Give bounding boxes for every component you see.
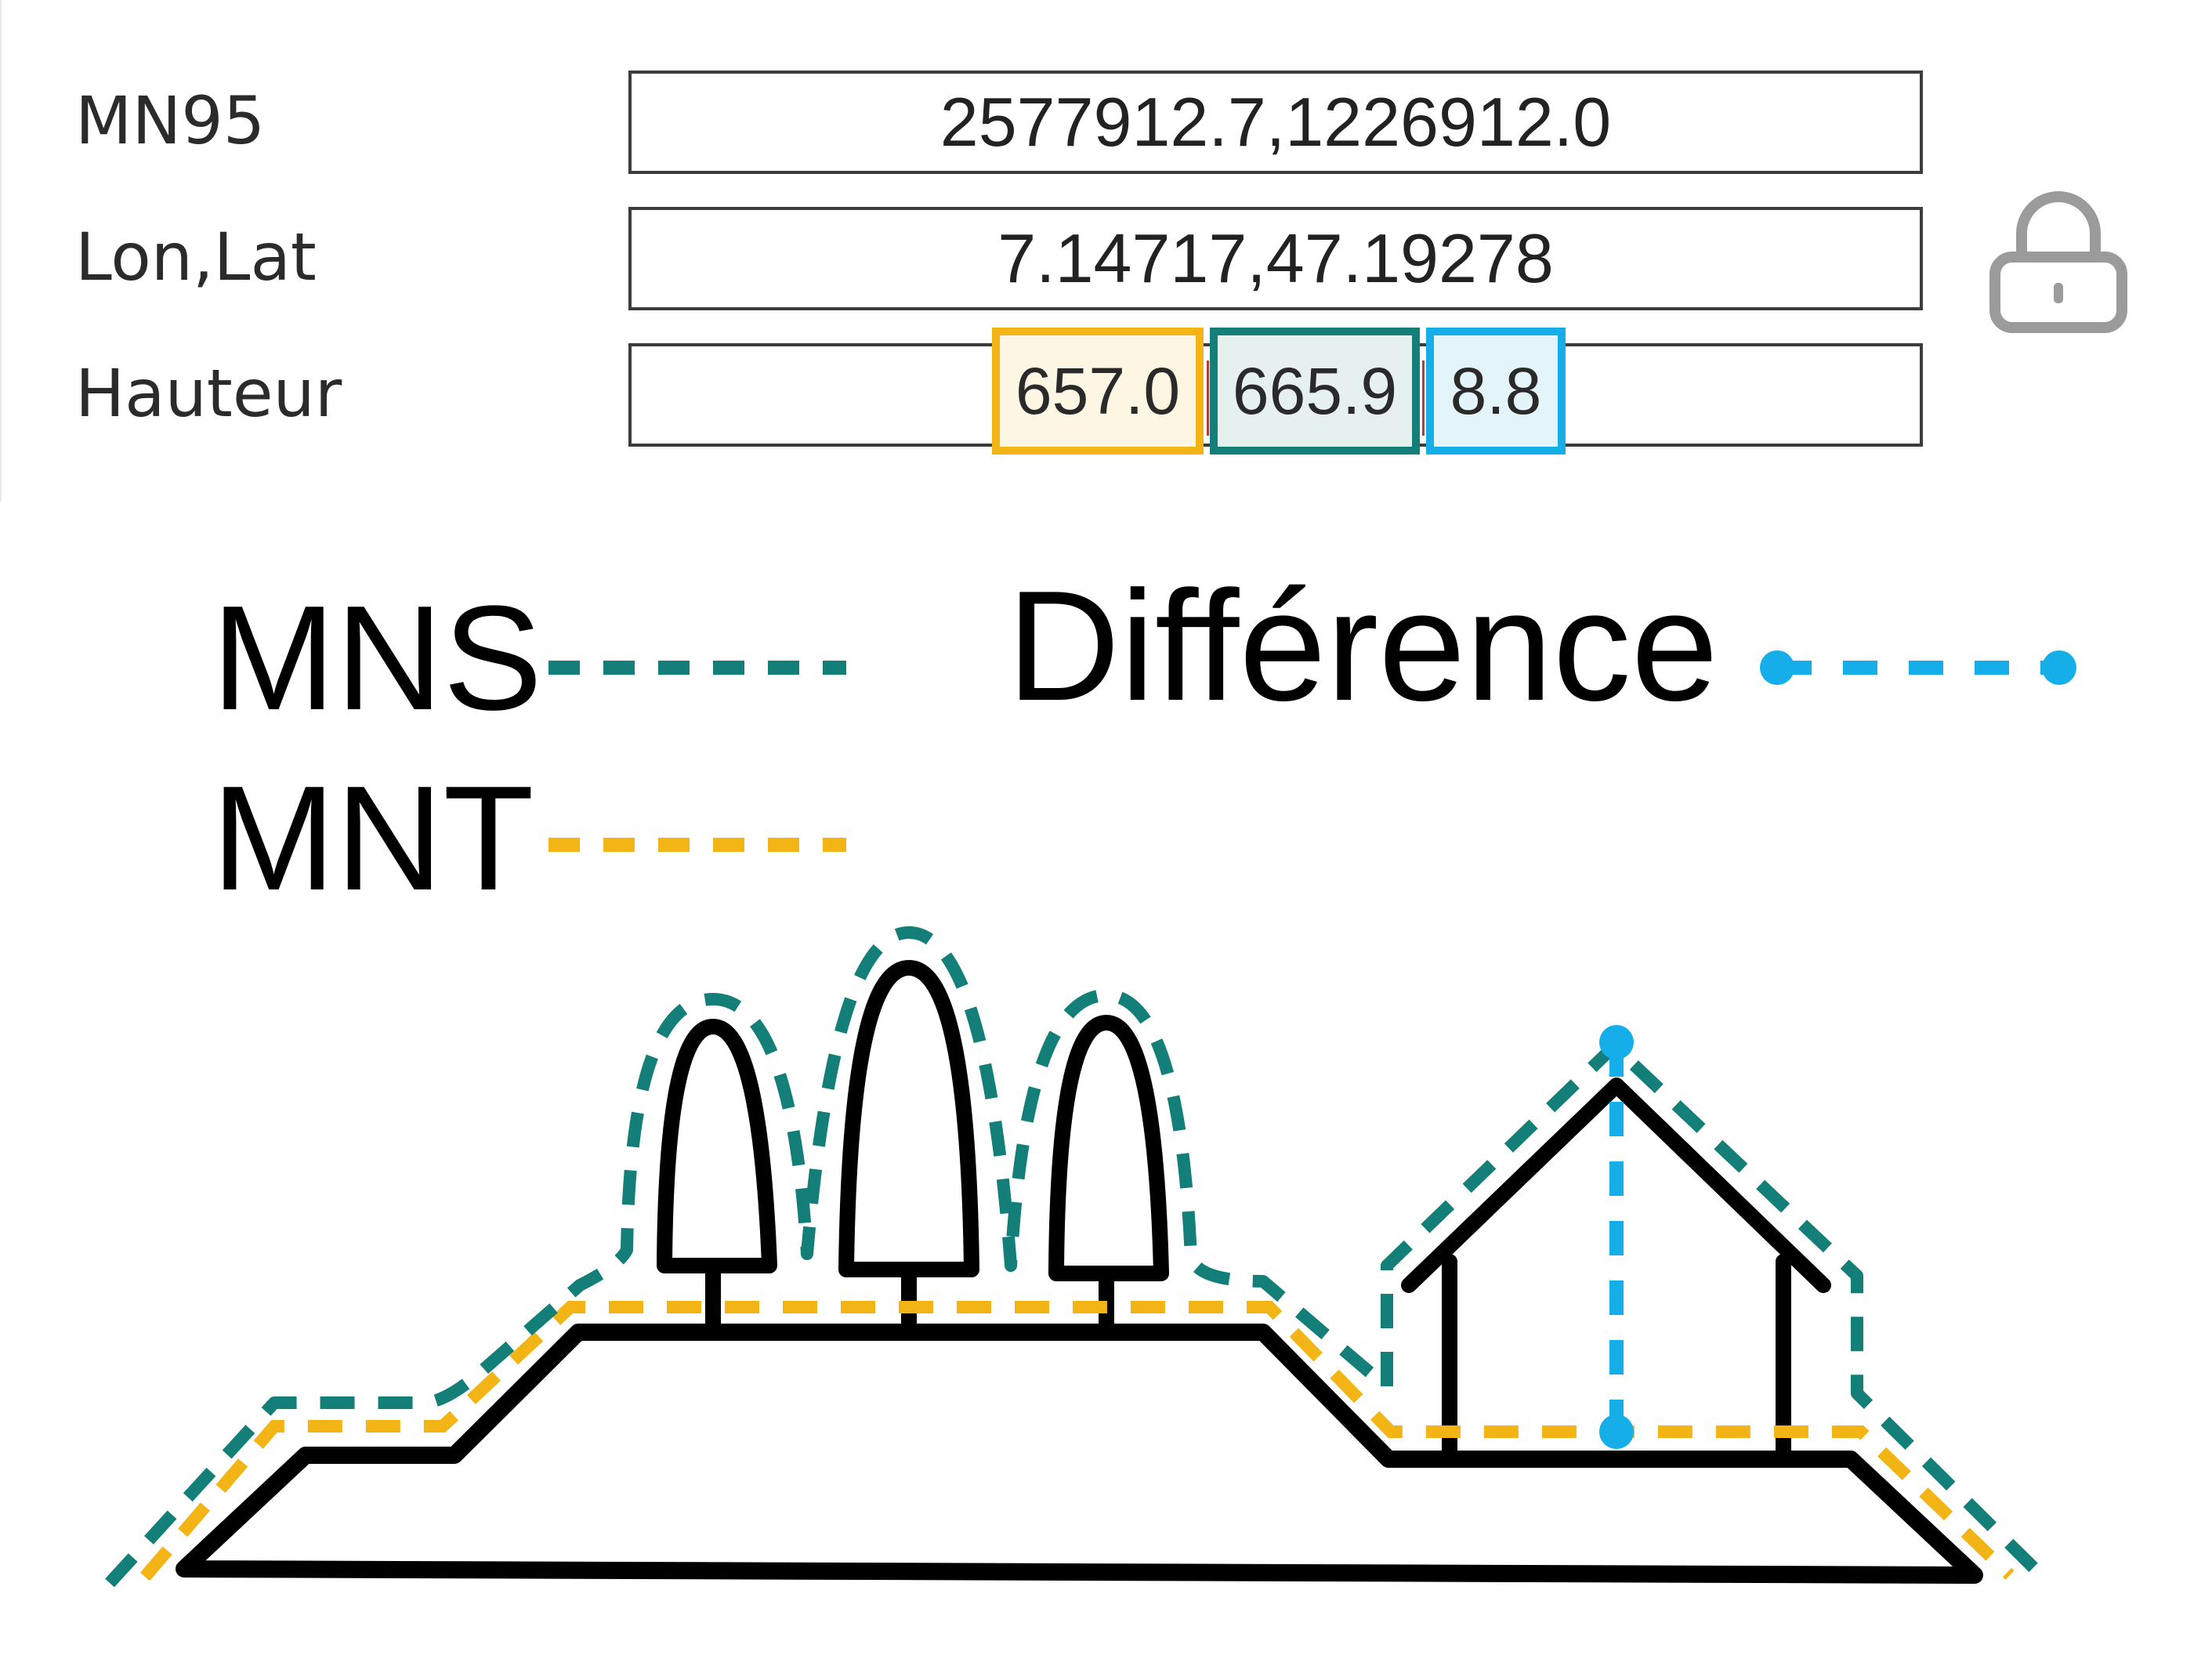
tree-left — [657, 1019, 777, 1273]
mns-profile-line — [105, 926, 2050, 1588]
mn95-field[interactable]: 2577912.7,1226912.0 — [628, 71, 1923, 174]
mn95-label: MN95 — [75, 82, 266, 159]
tree-right — [1048, 1015, 1169, 1281]
mnt-profile-line — [139, 1301, 2015, 1581]
difference-marker — [1599, 1025, 1634, 1449]
lock-icon[interactable] — [1984, 185, 2133, 334]
difference-top-point — [1599, 1025, 1634, 1060]
mns-height-value: 665.9 — [1210, 328, 1420, 455]
difference-bottom-point — [1599, 1414, 1634, 1449]
mnt-height-value: 657.0 — [992, 328, 1204, 455]
legend-mns-label: MNS — [212, 575, 543, 741]
height-separator — [1422, 360, 1425, 436]
legend-mnt-label: MNT — [212, 755, 534, 922]
lonlat-label: Lon,Lat — [75, 219, 317, 295]
lonlat-field[interactable]: 7.14717,47.19278 — [628, 207, 1923, 310]
legend-difference-swatch — [1760, 650, 2076, 685]
mn95-value: 2577912.7,1226912.0 — [939, 83, 1612, 161]
height-label: Hauteur — [75, 355, 342, 432]
trees — [657, 960, 1169, 1332]
height-field[interactable]: 657.0 665.9 8.8 — [628, 328, 1923, 455]
ground-outline — [176, 1324, 1983, 1584]
lonlat-value: 7.14717,47.19278 — [997, 219, 1554, 297]
coordinates-panel: MN95 2577912.7,1226912.0 Lon,Lat 7.14717… — [0, 0, 2212, 502]
difference-height-value: 8.8 — [1426, 328, 1566, 455]
tree-middle — [838, 960, 979, 1277]
legend-difference-label: Différence — [1007, 559, 1718, 734]
height-separator — [1207, 360, 1209, 436]
